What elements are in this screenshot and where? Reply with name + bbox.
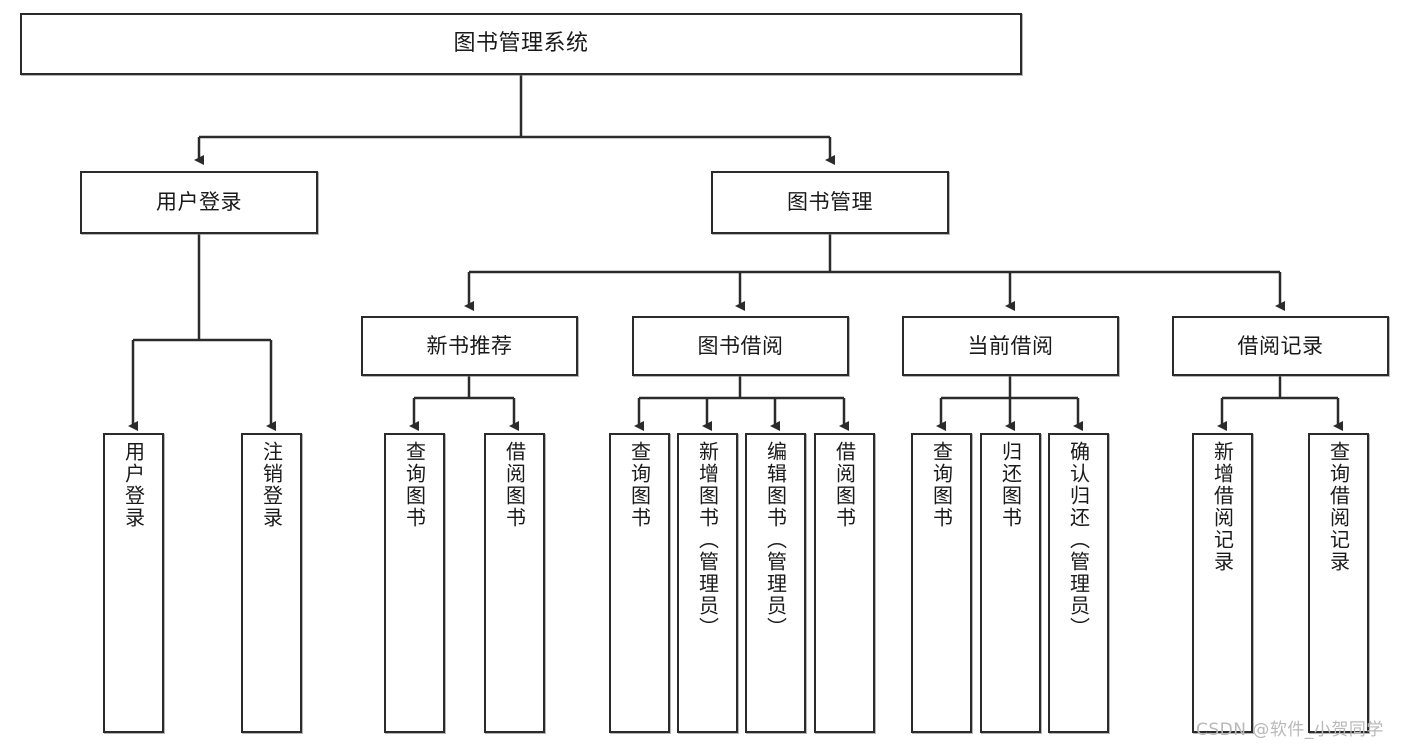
node-leaf-logout-login[interactable]: 注销登录 <box>241 433 302 733</box>
node-leaf-logout-login-label: 注销登录 <box>259 441 284 529</box>
node-book-management-label: 图书管理 <box>787 190 873 215</box>
node-leaf-query-book-3-label: 查询图书 <box>929 441 954 529</box>
node-leaf-return-book-label: 归还图书 <box>998 441 1023 529</box>
node-user-login-label: 用户登录 <box>156 190 242 215</box>
node-leaf-confirm-return[interactable]: 确认归还（管理员） <box>1048 433 1109 733</box>
node-user-login[interactable]: 用户登录 <box>80 171 318 234</box>
node-current-borrow-label: 当前借阅 <box>967 333 1054 358</box>
node-leaf-edit-book[interactable]: 编辑图书（管理员） <box>745 433 806 733</box>
node-leaf-return-book[interactable]: 归还图书 <box>980 433 1041 733</box>
node-leaf-query-book-1[interactable]: 查询图书 <box>384 433 445 733</box>
node-book-borrow[interactable]: 图书借阅 <box>632 316 849 376</box>
node-leaf-query-record[interactable]: 查询借阅记录 <box>1308 433 1369 733</box>
node-leaf-edit-book-label: 编辑图书（管理员） <box>763 441 788 639</box>
node-book-management[interactable]: 图书管理 <box>711 171 949 234</box>
node-current-borrow[interactable]: 当前借阅 <box>902 316 1119 376</box>
node-leaf-add-record[interactable]: 新增借阅记录 <box>1192 433 1253 733</box>
node-root[interactable]: 图书管理系统 <box>20 13 1022 75</box>
node-root-label: 图书管理系统 <box>453 31 589 57</box>
node-leaf-add-record-label: 新增借阅记录 <box>1210 441 1235 573</box>
node-leaf-borrow-book-1[interactable]: 借阅图书 <box>484 433 545 733</box>
csdn-watermark: CSDN @软件_小贺同学 <box>1196 720 1384 740</box>
node-leaf-borrow-book-2[interactable]: 借阅图书 <box>814 433 875 733</box>
node-borrow-record-label: 借阅记录 <box>1237 333 1324 358</box>
node-new-book-recommend-label: 新书推荐 <box>426 333 513 358</box>
node-new-book-recommend[interactable]: 新书推荐 <box>361 316 578 376</box>
node-leaf-query-book-2-label: 查询图书 <box>627 441 652 529</box>
node-leaf-query-book-1-label: 查询图书 <box>402 441 427 529</box>
node-leaf-add-book-label: 新增图书（管理员） <box>695 441 720 639</box>
node-leaf-borrow-book-2-label: 借阅图书 <box>832 441 857 529</box>
node-borrow-record[interactable]: 借阅记录 <box>1172 316 1389 376</box>
node-leaf-query-book-2[interactable]: 查询图书 <box>609 433 670 733</box>
node-book-borrow-label: 图书借阅 <box>697 333 784 358</box>
node-leaf-add-book[interactable]: 新增图书（管理员） <box>677 433 738 733</box>
node-leaf-query-record-label: 查询借阅记录 <box>1326 441 1351 573</box>
node-leaf-confirm-return-label: 确认归还（管理员） <box>1066 441 1091 639</box>
node-leaf-query-book-3[interactable]: 查询图书 <box>911 433 972 733</box>
node-leaf-user-login-label: 用户登录 <box>121 441 146 529</box>
node-leaf-user-login[interactable]: 用户登录 <box>103 433 164 733</box>
node-leaf-borrow-book-1-label: 借阅图书 <box>502 441 527 529</box>
